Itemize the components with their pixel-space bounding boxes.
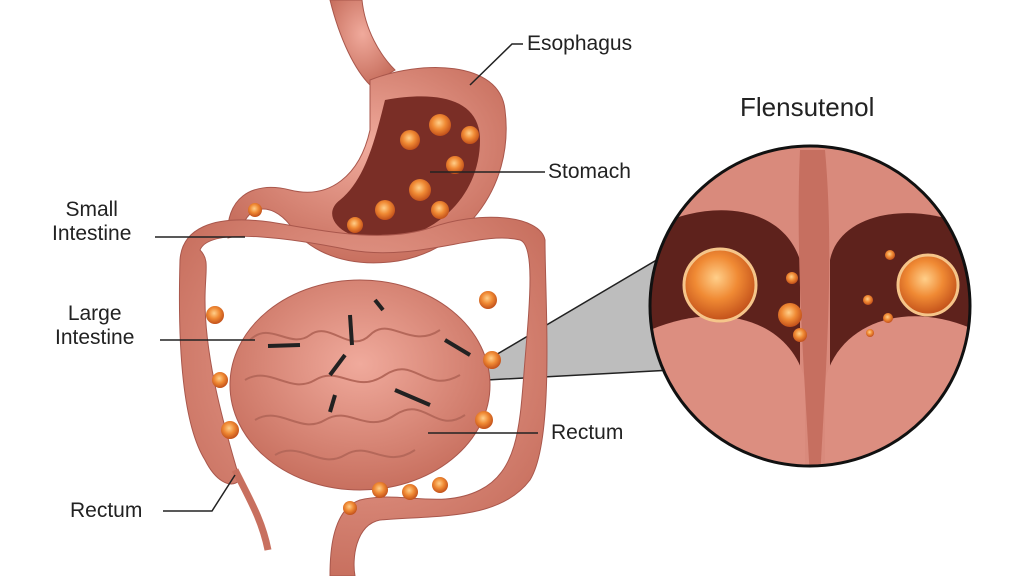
magnified-view: [648, 144, 972, 468]
esophagus: [329, 0, 396, 86]
label-large-intestine: Large Intestine: [55, 302, 135, 349]
label-esophagus: Esophagus: [527, 32, 633, 55]
leader-esophagus: [469, 43, 523, 86]
label-rectum-right: Rectum: [551, 421, 624, 444]
label-stomach: Stomach: [548, 160, 631, 183]
large-intestine: [178, 216, 548, 576]
leader-rectum-left: [163, 474, 236, 512]
magnified-title: Flensutenol: [740, 92, 875, 122]
label-rectum-left: Rectum: [70, 499, 143, 522]
label-small-intestine: Small Intestine: [52, 198, 132, 245]
small-intestine: [229, 279, 491, 491]
